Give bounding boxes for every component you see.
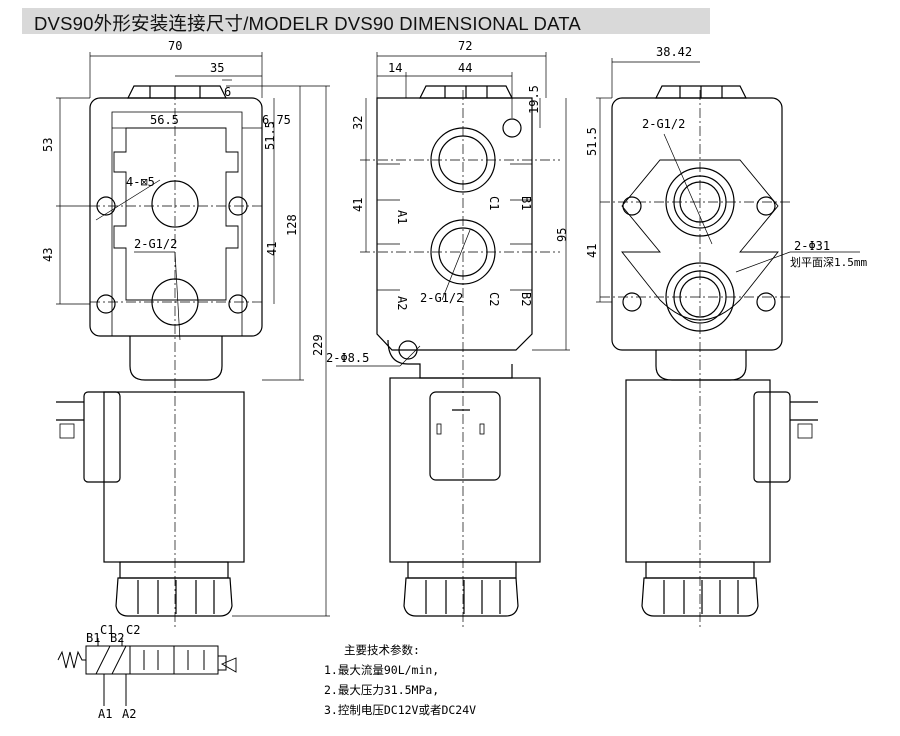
dim-53: 53 xyxy=(41,138,55,152)
port-a2: A2 xyxy=(395,296,409,310)
front-view xyxy=(56,52,330,630)
dim-51-5: 51.5 xyxy=(263,121,277,150)
specs-heading: 主要技术参数: xyxy=(344,643,420,657)
spec-max-pressure: 2.最大压力31.5MPa, xyxy=(324,683,440,697)
callout-spot-face: 划平面深1.5mm xyxy=(790,256,867,269)
port-a1: A1 xyxy=(395,210,409,224)
dim-6: 6 xyxy=(224,85,231,99)
port-c2: C2 xyxy=(487,292,501,306)
schematic-b1: B1 xyxy=(86,631,100,645)
dim-72: 72 xyxy=(458,39,472,53)
title-bar xyxy=(22,8,710,34)
hydraulic-symbol xyxy=(57,638,237,706)
dim-56-5: 56.5 xyxy=(150,113,179,127)
dim-70: 70 xyxy=(168,39,182,53)
port-b2: B2 xyxy=(519,292,533,306)
dim-38-42: 38.42 xyxy=(656,45,692,59)
dim-41-side: 41 xyxy=(351,198,365,212)
schematic-c2: C2 xyxy=(126,623,140,637)
dim-95: 95 xyxy=(555,228,569,242)
dim-44: 44 xyxy=(458,61,472,75)
schematic-a1: A1 xyxy=(98,707,112,721)
port-c1: C1 xyxy=(487,196,501,210)
dim-43: 43 xyxy=(41,248,55,262)
dim-14: 14 xyxy=(388,61,402,75)
side-view xyxy=(336,52,570,630)
dim-51-5-back: 51.5 xyxy=(585,127,599,156)
technical-specs: 主要技术参数: 1.最大流量90L/min, 2.最大压力31.5MPa, 3.… xyxy=(324,640,476,720)
dim-35: 35 xyxy=(210,61,224,75)
callout-phi-31: 2-Φ31 xyxy=(794,239,830,253)
schematic-a2: A2 xyxy=(122,707,136,721)
dim-229: 229 xyxy=(311,334,325,356)
callout-g1-2-front: 2-G1/2 xyxy=(134,237,177,251)
drawing-title: DVS90外形安装连接尺寸/MODELR DVS90 DIMENSIONAL D… xyxy=(34,13,581,34)
callout-g1-2-side: 2-G1/2 xyxy=(420,291,463,305)
callout-g1-2-back: 2-G1/2 xyxy=(642,117,685,131)
dim-41-front: 41 xyxy=(265,242,279,256)
schematic-c1: C1 xyxy=(100,623,114,637)
callout-4-holes: 4-⊠5 xyxy=(126,175,155,189)
spec-control-voltage: 3.控制电压DC12V或者DC24V xyxy=(324,703,477,717)
dim-128: 128 xyxy=(285,214,299,236)
dim-32: 32 xyxy=(351,116,365,130)
spec-max-flow: 1.最大流量90L/min, xyxy=(324,663,440,677)
back-view xyxy=(596,58,860,630)
callout-phi-8-5: 2-Φ8.5 xyxy=(326,351,369,365)
dim-41-back: 41 xyxy=(585,244,599,258)
schematic-b2: B2 xyxy=(110,631,124,645)
port-b1: B1 xyxy=(519,196,533,210)
dim-6-75: 6.75 xyxy=(262,113,291,127)
dim-19-5: 19.5 xyxy=(527,85,541,114)
